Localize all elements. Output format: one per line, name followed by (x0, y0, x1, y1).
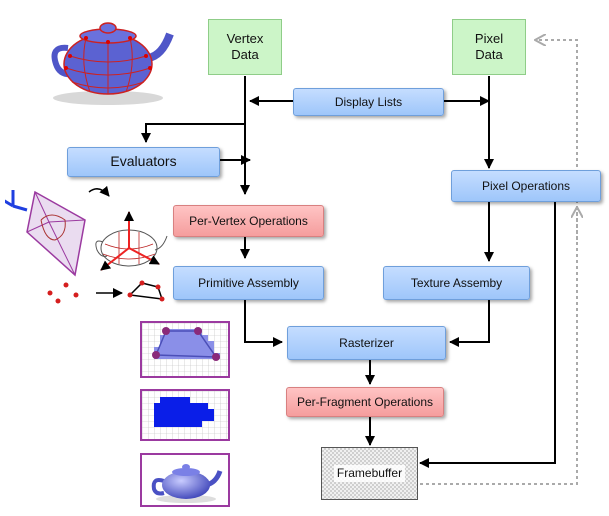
display-lists-node: Display Lists (293, 88, 444, 116)
framebuffer-node: Framebuffer (321, 447, 418, 500)
per-fragment-operations-node: Per-Fragment Operations (286, 387, 444, 417)
arrow-texture-to-rasterizer (449, 300, 490, 347)
pixel-grid-icon (140, 389, 230, 441)
vertex-transform-icon (5, 185, 168, 277)
rasterized-primitive-icon (140, 321, 230, 378)
evaluators-node: Evaluators (67, 147, 220, 177)
rasterized-primitive-graphic (142, 323, 228, 376)
rasterizer-node: Rasterizer (287, 326, 446, 360)
shaded-teapot-graphic (151, 464, 223, 503)
texture-assembly-node: Texture Assemby (383, 266, 530, 300)
arrow-pixelops-to-framebuffer (419, 202, 556, 468)
primitive-assembly-icon (47, 280, 165, 304)
arrow-vertex-to-evaluators (141, 123, 245, 143)
arrow-primitive-to-rasterizer (244, 300, 283, 347)
per-vertex-operations-node: Per-Vertex Operations (173, 205, 324, 237)
teapot-wireframe-icon (51, 22, 174, 105)
vertex-data-node: Vertex Data (208, 19, 282, 75)
feedback-framebuffer-to-pixel-data (420, 40, 578, 485)
framebuffer-label: Framebuffer (333, 465, 406, 482)
primitive-assembly-node: Primitive Assembly (173, 266, 324, 300)
pixel-grid-graphic (142, 391, 228, 439)
shaded-teapot-icon (140, 453, 230, 507)
pixel-operations-node: Pixel Operations (451, 170, 601, 202)
pixel-data-node: Pixel Data (452, 19, 526, 75)
